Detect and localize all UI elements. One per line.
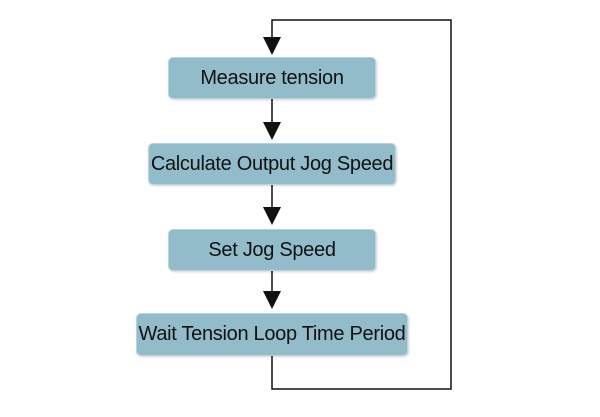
step-label: Calculate Output Jog Speed	[150, 152, 394, 175]
loop-return-line	[271, 19, 452, 390]
arrowhead-3	[263, 291, 281, 309]
step-measure-tension: Measure tension	[168, 57, 376, 99]
arrowhead-2	[263, 207, 281, 225]
step-set-jog-speed: Set Jog Speed	[168, 229, 376, 271]
arrowhead-1	[263, 122, 281, 140]
step-label: Measure tension	[200, 66, 344, 89]
step-wait-tension-loop-time-period: Wait Tension Loop Time Period	[136, 313, 408, 356]
loop-entry-arrowhead	[263, 37, 281, 55]
step-calculate-output-jog-speed: Calculate Output Jog Speed	[148, 143, 396, 185]
step-label: Wait Tension Loop Time Period	[138, 323, 406, 345]
step-label: Set Jog Speed	[208, 238, 336, 261]
